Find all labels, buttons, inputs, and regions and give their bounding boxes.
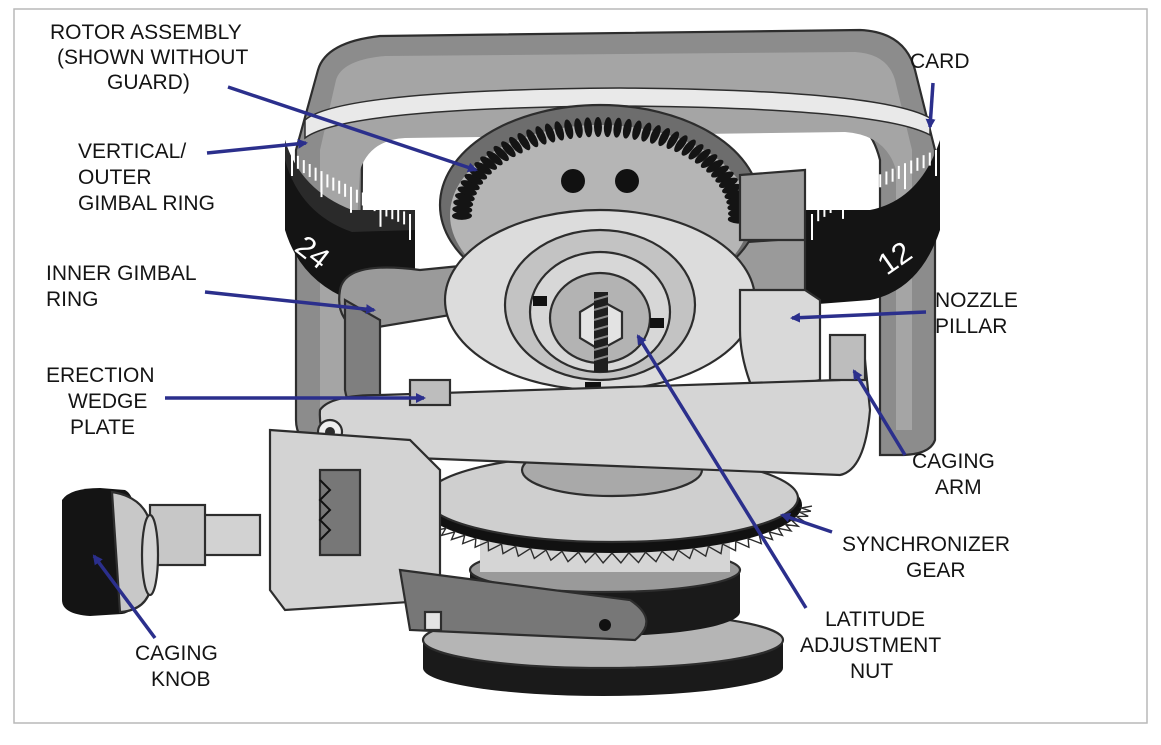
pointer-arrows (92, 82, 936, 640)
label-rotor-assembly: ROTOR ASSEMBLY (SHOWN WITHOUT GUARD) (50, 21, 254, 94)
label-erection-wedge-plate: ERECTION WEDGE PLATE (46, 364, 160, 439)
label-nozzle-pillar: NOZZLE PILLAR (935, 289, 1024, 338)
arrow-nozzle-pillar (790, 310, 927, 323)
latitude-adjustment-nut (578, 292, 624, 372)
arrow-inner-gimbal-ring (204, 290, 376, 315)
arrow-card (925, 82, 936, 129)
arrow-outer-gimbal-ring (206, 138, 308, 155)
arrow-latitude-adjustment-nut (636, 334, 808, 609)
arrow-caging-arm (852, 369, 907, 456)
label-vertical-outer-gimbal-ring: VERTICAL/ OUTER GIMBAL RING (78, 140, 215, 215)
arrow-rotor-assembly (227, 85, 478, 173)
arrow-caging-knob (92, 554, 157, 640)
label-card: CARD (910, 50, 970, 73)
label-synchronizer-gear: SYNCHRONIZER GEAR (842, 533, 1016, 582)
labels: ROTOR ASSEMBLY (SHOWN WITHOUT GUARD) CAR… (46, 21, 1024, 691)
label-inner-gimbal-ring: INNER GIMBAL RING (46, 262, 202, 311)
caging-knob[interactable] (62, 488, 160, 616)
label-latitude-adjustment-nut: LATITUDE ADJUSTMENT NUT (800, 608, 947, 683)
label-caging-arm: CAGING ARM (912, 450, 1001, 499)
caging-knob-assembly (148, 428, 648, 642)
arrow-synchronizer-gear (780, 512, 833, 534)
label-caging-knob: CAGING KNOB (135, 642, 224, 691)
